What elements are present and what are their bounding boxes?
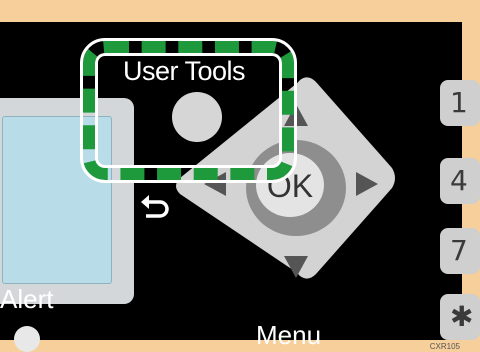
keypad-key-4[interactable]: 4 xyxy=(440,158,480,204)
keypad-key-4-label: 4 xyxy=(450,164,468,197)
menu-label: Menu xyxy=(256,320,322,350)
keypad-key-7-label: 7 xyxy=(450,234,468,267)
keypad-key-1[interactable]: 1 xyxy=(440,80,480,126)
figure-code: CXR105 xyxy=(429,342,460,351)
keypad-key-7[interactable]: 7 xyxy=(440,228,480,274)
user-tools-button[interactable] xyxy=(172,92,222,142)
user-tools-highlight xyxy=(80,38,297,183)
keypad-key-1-label: 1 xyxy=(450,86,468,119)
alert-label: Alert xyxy=(0,284,54,314)
arrow-down-icon[interactable] xyxy=(284,256,308,278)
control-panel: User Tools OK 1 4 7 ✱ Alert Menu xyxy=(0,22,480,352)
user-tools-label: User Tools xyxy=(123,56,246,86)
arrow-right-icon[interactable] xyxy=(356,172,378,196)
back-arrow-icon[interactable] xyxy=(140,193,172,219)
keypad-key-star-label: ✱ xyxy=(450,300,474,333)
keypad-key-star[interactable]: ✱ xyxy=(440,294,480,340)
alert-indicator xyxy=(14,326,40,352)
